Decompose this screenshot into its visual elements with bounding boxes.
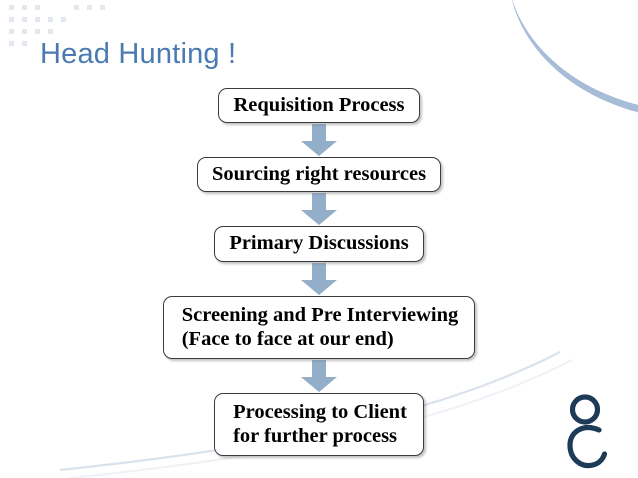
dot-decoration bbox=[22, 29, 27, 34]
page-title: Head Hunting ! bbox=[40, 38, 237, 70]
flow-step-requisition-process[interactable]: Requisition Process bbox=[218, 88, 420, 124]
flow-arrow-row bbox=[0, 262, 638, 296]
flow-arrow-row bbox=[0, 123, 638, 157]
arrow-down-icon bbox=[301, 359, 337, 392]
flow-step-sourcing-right-resources[interactable]: Sourcing right resources bbox=[196, 157, 442, 193]
flow-step-primary-discussions[interactable]: Primary Discussions bbox=[214, 226, 424, 262]
dot-decoration bbox=[9, 29, 14, 34]
dot-decoration bbox=[87, 5, 92, 10]
arrow-down-icon bbox=[301, 193, 337, 226]
flow-step-row: Screening and Pre Interviewing (Face to … bbox=[0, 295, 638, 359]
flow-arrow-row bbox=[0, 192, 638, 226]
dot-decoration bbox=[100, 5, 105, 10]
dot-decoration bbox=[74, 5, 79, 10]
dot-decoration bbox=[35, 5, 40, 10]
flow-arrow-row bbox=[0, 359, 638, 393]
flow-step-row: Primary Discussions bbox=[0, 226, 638, 262]
dot-decoration bbox=[22, 41, 27, 46]
flow-step-screening-pre-interviewing[interactable]: Screening and Pre Interviewing (Face to … bbox=[162, 295, 476, 359]
dot-decoration bbox=[48, 29, 53, 34]
flow-step-row: Sourcing right resources bbox=[0, 157, 638, 193]
flow-step-row: Requisition Process bbox=[0, 88, 638, 124]
dot-decoration bbox=[35, 17, 40, 22]
process-flow-diagram: Requisition Process Sourcing right resou… bbox=[0, 88, 638, 457]
dot-decoration bbox=[22, 5, 27, 10]
arrow-down-icon bbox=[301, 124, 337, 157]
dot-decoration bbox=[9, 5, 14, 10]
dot-decoration bbox=[48, 17, 53, 22]
flow-step-processing-to-client[interactable]: Processing to Client for further process bbox=[214, 392, 424, 457]
dot-decoration bbox=[22, 17, 27, 22]
dot-decoration bbox=[61, 17, 66, 22]
flow-step-row: Processing to Client for further process bbox=[0, 392, 638, 457]
dot-decoration bbox=[9, 41, 14, 46]
arrow-down-icon bbox=[301, 262, 337, 295]
dot-decoration bbox=[9, 17, 14, 22]
dot-decoration bbox=[35, 29, 40, 34]
